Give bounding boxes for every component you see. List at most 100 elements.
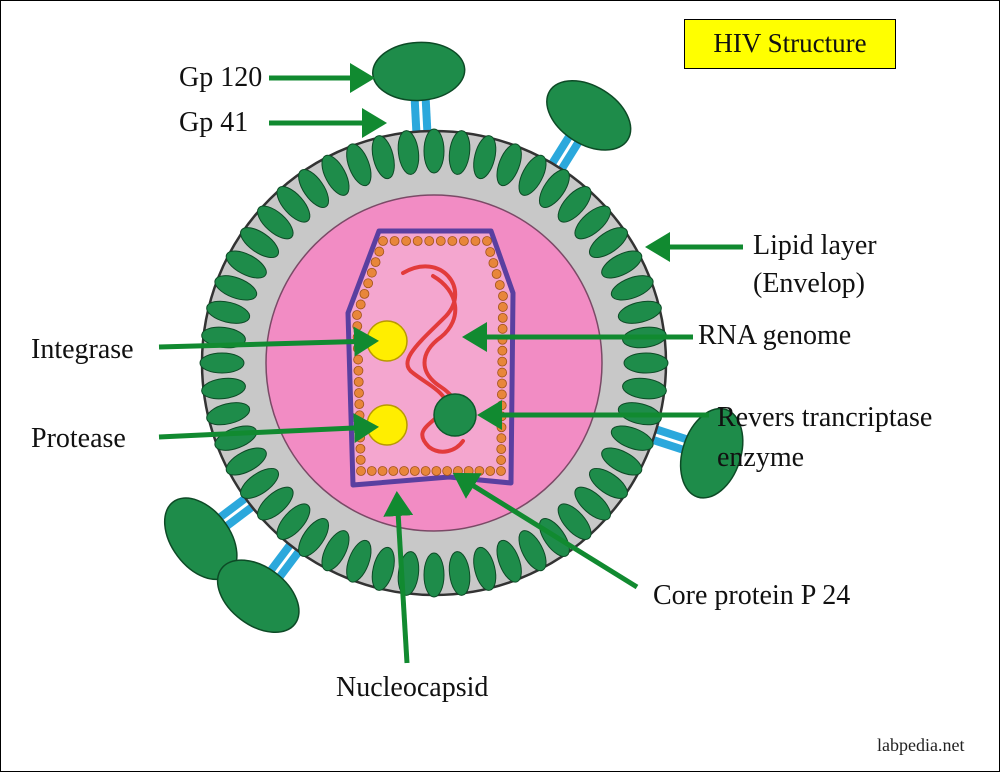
envelope-protein xyxy=(557,503,592,540)
envelope-protein xyxy=(214,275,258,301)
envelope-protein xyxy=(240,227,280,259)
envelope-protein xyxy=(448,551,471,596)
core-protein-dot xyxy=(366,466,377,476)
spike-cap xyxy=(546,79,632,151)
envelope-protein xyxy=(257,486,294,521)
envelope-protein xyxy=(201,377,246,400)
core-protein-dot xyxy=(496,389,507,400)
envelope-protein xyxy=(199,352,245,374)
envelope-protein xyxy=(346,143,372,187)
core-protein-dot xyxy=(497,367,508,378)
core-protein-dot xyxy=(431,466,442,476)
core-protein-dot xyxy=(352,321,363,332)
core-protein-dot xyxy=(496,422,507,433)
label-lipid-layer: Lipid layer xyxy=(753,230,877,261)
envelope-protein xyxy=(538,169,570,209)
envelope-protein xyxy=(346,539,372,583)
arrow-integrase xyxy=(158,326,379,357)
envelope-protein xyxy=(574,205,611,240)
envelope-protein xyxy=(276,186,311,223)
core-protein-dot xyxy=(435,236,446,246)
core-protein-dot xyxy=(488,258,499,268)
core-protein-dot xyxy=(497,378,507,389)
core-protein-dot xyxy=(497,323,508,334)
core-protein-dot xyxy=(496,455,507,465)
reverse-transcriptase-enzyme xyxy=(433,393,477,437)
spike-cap xyxy=(372,41,466,102)
envelope-protein xyxy=(257,205,294,240)
core-protein-dot xyxy=(356,466,366,476)
envelope-protein xyxy=(557,186,592,223)
core-protein-dot xyxy=(374,246,385,257)
envelope-protein xyxy=(601,447,643,476)
core-protein-dot xyxy=(363,278,374,289)
core-protein-dot xyxy=(354,399,365,410)
envelope-protein xyxy=(617,300,662,324)
core-protein-dot xyxy=(352,310,362,320)
core-protein-dot xyxy=(494,280,505,290)
core-protein-dot xyxy=(352,343,363,354)
core-protein-dot xyxy=(354,388,364,398)
core-protein-dot xyxy=(370,257,381,268)
envelope-protein xyxy=(473,546,497,591)
core-protein-dot xyxy=(497,302,508,312)
label-integrase: Integrase xyxy=(31,334,134,365)
envelope-protein xyxy=(496,539,522,583)
core-protein-dot xyxy=(388,466,399,476)
core-protein-dot xyxy=(359,288,370,299)
envelope-protein xyxy=(371,546,395,591)
envelope-protein xyxy=(518,154,547,196)
envelope-protein xyxy=(240,467,280,499)
core-protein-dot xyxy=(497,345,508,356)
core-protein-dot xyxy=(463,466,474,476)
envelope-protein xyxy=(397,130,420,175)
core-protein-dot xyxy=(497,312,508,323)
core-protein-dot xyxy=(354,410,365,421)
envelope-protein xyxy=(298,517,330,557)
core-protein-dot xyxy=(420,466,431,476)
core-protein-dot xyxy=(482,236,492,246)
label-protease: Protease xyxy=(31,423,126,454)
label-core-protein: Core protein P 24 xyxy=(653,580,851,611)
label-reverse-transcriptase: Revers trancriptase xyxy=(717,402,933,433)
core-protein-dot xyxy=(424,236,435,246)
arrow-protease xyxy=(158,412,379,443)
core-protein-dot xyxy=(474,466,485,476)
envelope-protein xyxy=(206,300,251,324)
envelope-protein xyxy=(473,135,497,180)
envelope-protein xyxy=(623,352,669,374)
envelope-protein xyxy=(321,530,350,572)
core-protein-dot xyxy=(353,376,364,387)
envelope-protein xyxy=(225,250,267,279)
core-protein-dot xyxy=(498,291,508,301)
core-protein-dot xyxy=(399,466,409,476)
label-gp120: Gp 120 xyxy=(179,62,263,93)
core-protein-dot xyxy=(366,267,377,278)
label-rna-genome: RNA genome xyxy=(698,320,852,351)
label-reverse-transcriptase-enzyme: enzyme xyxy=(717,442,805,473)
envelope-protein xyxy=(423,128,445,174)
core-protein-dot xyxy=(353,365,364,376)
core-protein-dot xyxy=(353,354,364,365)
core-protein-dot xyxy=(470,236,481,246)
envelope-protein xyxy=(496,143,522,187)
core-protein-dot xyxy=(485,466,496,476)
core-protein-dot xyxy=(497,356,508,367)
envelope-protein xyxy=(448,130,471,175)
envelope-protein xyxy=(321,154,350,196)
core-protein-dot xyxy=(355,443,366,454)
envelope-protein xyxy=(588,467,628,499)
pointer-arrows xyxy=(158,63,743,664)
core-protein-dot xyxy=(458,236,469,246)
core-protein-dot xyxy=(491,269,502,279)
watermark: labpedia.net xyxy=(877,735,965,755)
diagram-title: HIV Structure xyxy=(684,19,896,69)
envelope-protein xyxy=(225,447,267,476)
core-protein-dot xyxy=(409,466,420,476)
core-protein-dot xyxy=(442,466,453,476)
arrow-core-protein xyxy=(452,472,639,590)
label-lipid-layer-envelop: (Envelop) xyxy=(753,268,865,299)
spike-cap xyxy=(679,407,744,499)
